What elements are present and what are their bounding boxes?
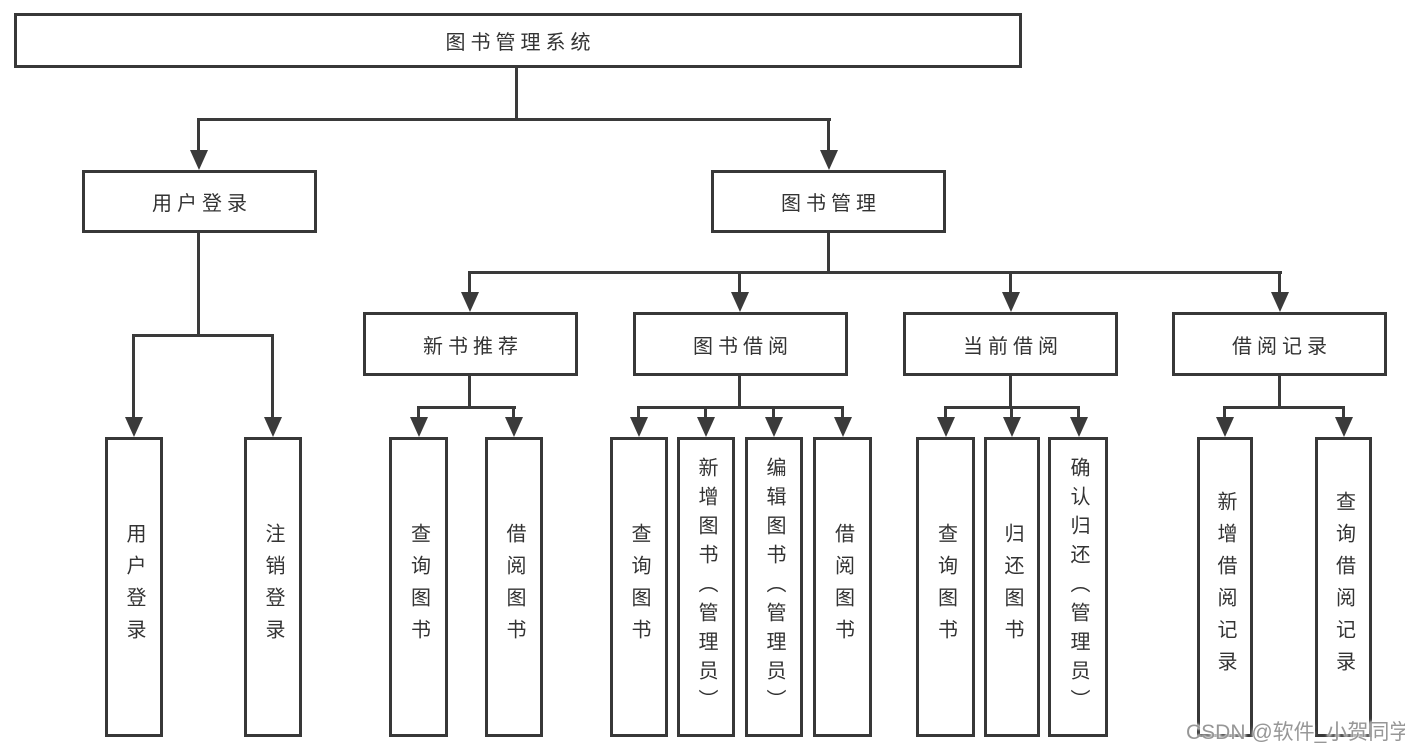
node-book-borrow: 图书借阅 — [633, 312, 848, 376]
connector-line — [132, 334, 135, 419]
leaf-label: 借阅图书 — [503, 523, 525, 651]
arrow-down-icon — [1216, 417, 1234, 437]
arrow-down-icon — [731, 292, 749, 312]
connector-line — [468, 271, 1282, 274]
connector-line — [772, 406, 775, 419]
connector-line — [1223, 406, 1226, 419]
node-current-borrow: 当前借阅 — [903, 312, 1118, 376]
connector-line — [1009, 376, 1012, 409]
connector-line — [271, 334, 274, 419]
leaf-label: 查询借阅记录 — [1332, 491, 1355, 683]
leaf-label: 查询图书 — [934, 523, 957, 651]
csdn-watermark: CSDN @软件_小贺同学 — [1186, 721, 1405, 744]
connector-line — [827, 118, 830, 152]
leaf-label: 借阅图书 — [831, 523, 854, 651]
leaf-label: 注销登录 — [262, 523, 284, 651]
node-user-login: 用户登录 — [82, 170, 317, 233]
leaf-recommend-borrow-book: 借阅图书 — [485, 437, 543, 737]
connector-line — [417, 406, 420, 419]
leaf-current-query-book: 查询图书 — [916, 437, 975, 737]
leaf-borrow-borrow-book: 借阅图书 — [813, 437, 872, 737]
arrow-down-icon — [697, 417, 715, 437]
connector-line — [738, 271, 741, 294]
arrow-down-icon — [505, 417, 523, 437]
leaf-label: 新增图书（管理员） — [695, 456, 717, 718]
connector-line — [738, 376, 741, 409]
connector-line — [1223, 406, 1345, 409]
leaf-label: 查询图书 — [407, 523, 430, 651]
connector-line — [1278, 271, 1281, 294]
leaf-records-query-record: 查询借阅记录 — [1315, 437, 1372, 737]
leaf-label: 确认归还（管理员） — [1067, 456, 1089, 718]
connector-line — [841, 406, 844, 419]
connector-line — [1077, 406, 1080, 419]
connector-line — [637, 406, 640, 419]
arrow-down-icon — [820, 150, 838, 170]
leaf-borrow-query-book: 查询图书 — [610, 437, 668, 737]
connector-line — [637, 406, 844, 409]
leaf-label: 编辑图书（管理员） — [763, 456, 785, 718]
arrow-down-icon — [834, 417, 852, 437]
arrow-down-icon — [1271, 292, 1289, 312]
leaf-borrow-add-book-admin: 新增图书（管理员） — [677, 437, 735, 737]
leaf-label: 用户登录 — [123, 523, 145, 651]
connector-line — [704, 406, 707, 419]
node-new-book-recommend: 新书推荐 — [363, 312, 578, 376]
connector-line — [944, 406, 947, 419]
connector-line — [512, 406, 515, 419]
arrow-down-icon — [190, 150, 208, 170]
leaf-label: 查询图书 — [628, 523, 650, 651]
leaf-user-login: 用户登录 — [105, 437, 163, 737]
connector-line — [1342, 406, 1345, 419]
connector-line — [197, 233, 200, 337]
connector-line — [468, 376, 471, 409]
leaf-recommend-query-book: 查询图书 — [389, 437, 448, 737]
arrow-down-icon — [1335, 417, 1353, 437]
arrow-down-icon — [1003, 417, 1021, 437]
connector-line — [827, 233, 830, 274]
arrow-down-icon — [630, 417, 648, 437]
arrow-down-icon — [264, 417, 282, 437]
connector-line — [468, 271, 471, 294]
arrow-down-icon — [1002, 292, 1020, 312]
leaf-current-return-book: 归还图书 — [984, 437, 1040, 737]
leaf-logout: 注销登录 — [244, 437, 302, 737]
connector-line — [197, 118, 831, 121]
leaf-borrow-edit-book-admin: 编辑图书（管理员） — [745, 437, 803, 737]
connector-line — [515, 68, 518, 120]
arrow-down-icon — [461, 292, 479, 312]
connector-line — [1010, 406, 1013, 419]
arrow-down-icon — [125, 417, 143, 437]
connector-line — [197, 118, 200, 152]
node-book-manage: 图书管理 — [711, 170, 946, 233]
arrow-down-icon — [937, 417, 955, 437]
node-borrow-records: 借阅记录 — [1172, 312, 1387, 376]
leaf-label: 新增借阅记录 — [1214, 491, 1236, 683]
leaf-records-add-record: 新增借阅记录 — [1197, 437, 1253, 737]
connector-line — [132, 334, 274, 337]
connector-line — [417, 406, 516, 409]
arrow-down-icon — [1070, 417, 1088, 437]
arrow-down-icon — [765, 417, 783, 437]
arrow-down-icon — [410, 417, 428, 437]
connector-line — [1278, 376, 1281, 409]
connector-line — [1009, 271, 1012, 294]
node-root: 图书管理系统 — [14, 13, 1022, 68]
leaf-current-confirm-return-admin: 确认归还（管理员） — [1048, 437, 1108, 737]
leaf-label: 归还图书 — [1001, 523, 1023, 651]
